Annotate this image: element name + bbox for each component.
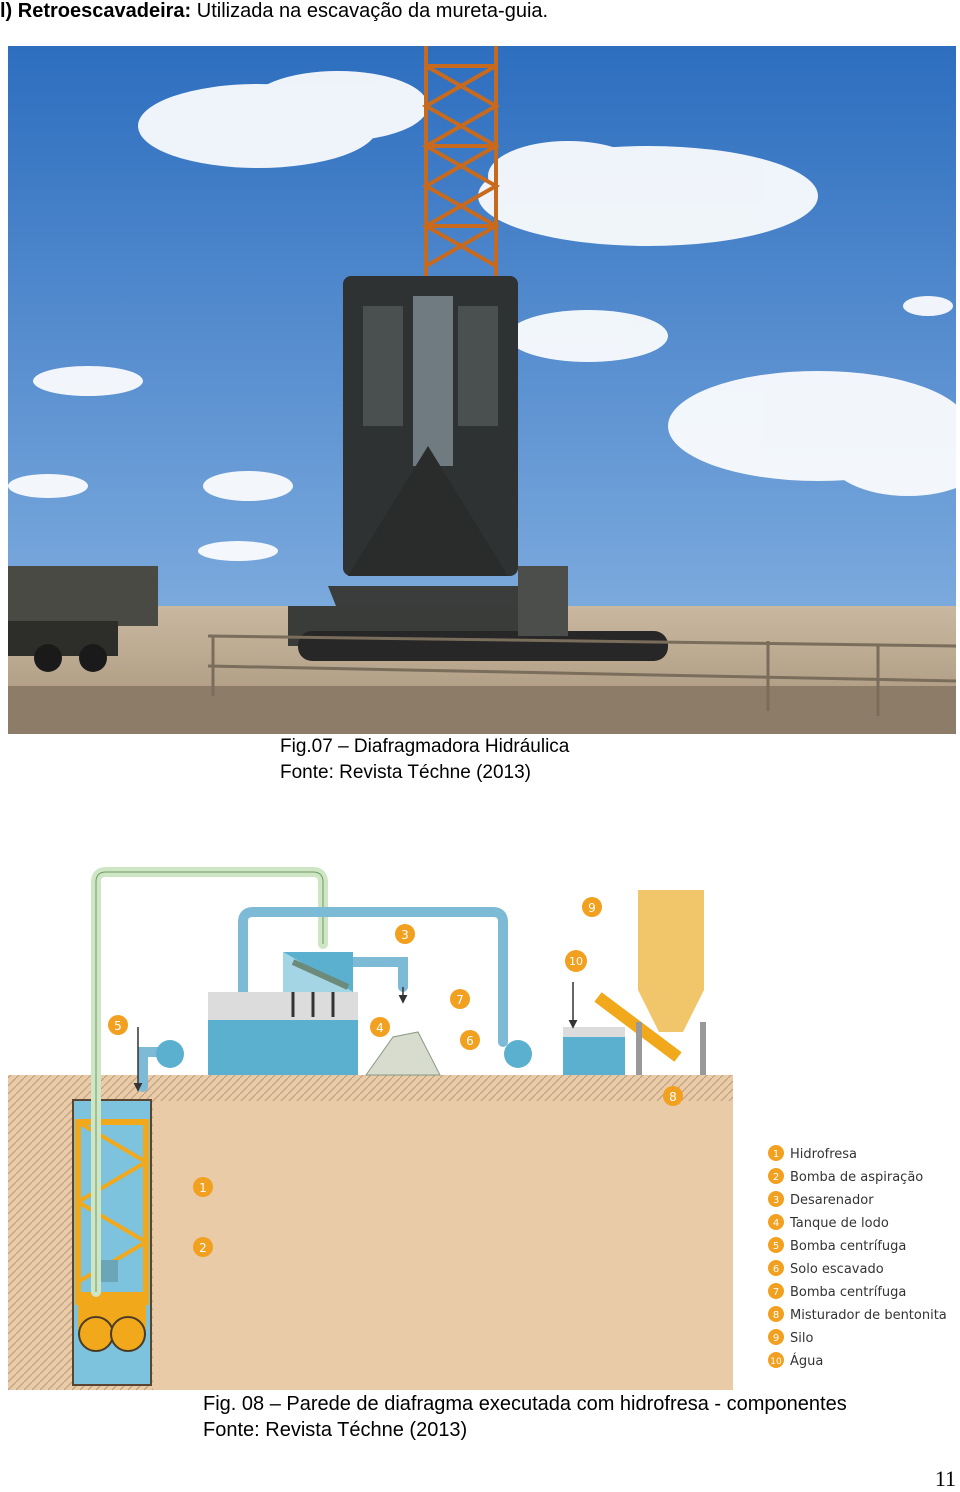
- heading-text: Utilizada na escavação da mureta-guia.: [191, 0, 549, 22]
- bomba-5: [156, 1040, 184, 1068]
- callout-6: 6: [466, 1034, 474, 1048]
- heading-label: l) Retroescavadeira:: [0, 0, 192, 22]
- page-number: 11: [934, 1466, 956, 1491]
- legend: 1 Hidrofresa 2 Bomba de aspiração 3 Desaren…: [768, 1145, 947, 1369]
- svg-text:10: 10: [770, 1357, 782, 1367]
- svg-text:2: 2: [773, 1172, 779, 1183]
- legend-item-9: Silo: [790, 1331, 813, 1346]
- legend-item-10: Água: [790, 1353, 823, 1369]
- figure1-source: Fonte: Revista Téchne (2013): [280, 762, 532, 783]
- bomba-7: [504, 1040, 532, 1068]
- legend-item-6: Solo escavado: [790, 1262, 884, 1277]
- section-heading: l) Retroescavadeira: Utilizada na escava…: [0, 0, 548, 23]
- svg-text:5: 5: [773, 1241, 779, 1252]
- callouts: 1 2 3 4 5 6 7 8 9 10: [108, 897, 683, 1257]
- svg-text:6: 6: [773, 1264, 779, 1275]
- legend-item-3: Desarenador: [790, 1193, 874, 1208]
- svg-text:7: 7: [773, 1287, 779, 1298]
- callout-10: 10: [569, 955, 583, 968]
- callout-9: 9: [588, 901, 596, 915]
- tanque-lodo: [208, 992, 358, 1075]
- svg-text:3: 3: [773, 1195, 779, 1206]
- svg-text:4: 4: [773, 1218, 779, 1229]
- callout-7: 7: [456, 993, 464, 1007]
- legend-item-8: Misturador de bentonita: [790, 1308, 947, 1323]
- clouds: [8, 71, 956, 561]
- svg-text:1: 1: [773, 1149, 779, 1160]
- cutter-frame: [328, 276, 538, 636]
- silo: [636, 890, 706, 1075]
- mast: [421, 46, 501, 286]
- solo-escavado: [365, 1031, 441, 1076]
- callout-3: 3: [401, 928, 409, 942]
- callout-2: 2: [199, 1241, 207, 1255]
- figure2-caption: Fig. 08 – Parede de diafragma executada …: [203, 1393, 847, 1415]
- legend-item-4: Tanque de lodo: [789, 1216, 889, 1231]
- svg-text:9: 9: [773, 1333, 779, 1344]
- desarenador: [283, 952, 353, 992]
- callout-5: 5: [114, 1019, 122, 1033]
- callout-1: 1: [199, 1181, 207, 1195]
- photo-diafragmadora: [8, 46, 956, 734]
- legend-item-2: Bomba de aspiração: [790, 1170, 923, 1185]
- legend-item-1: Hidrofresa: [790, 1147, 857, 1162]
- svg-text:8: 8: [773, 1310, 779, 1321]
- legend-item-5: Bomba centrífuga: [790, 1239, 906, 1254]
- legend-item-7: Bomba centrífuga: [790, 1285, 906, 1300]
- callout-4: 4: [376, 1021, 384, 1035]
- figure2-source: Fonte: Revista Téchne (2013): [203, 1419, 468, 1441]
- figure1-caption: Fig.07 – Diafragmadora Hidráulica: [280, 736, 570, 757]
- callout-8: 8: [669, 1090, 677, 1104]
- trench: [72, 1099, 152, 1386]
